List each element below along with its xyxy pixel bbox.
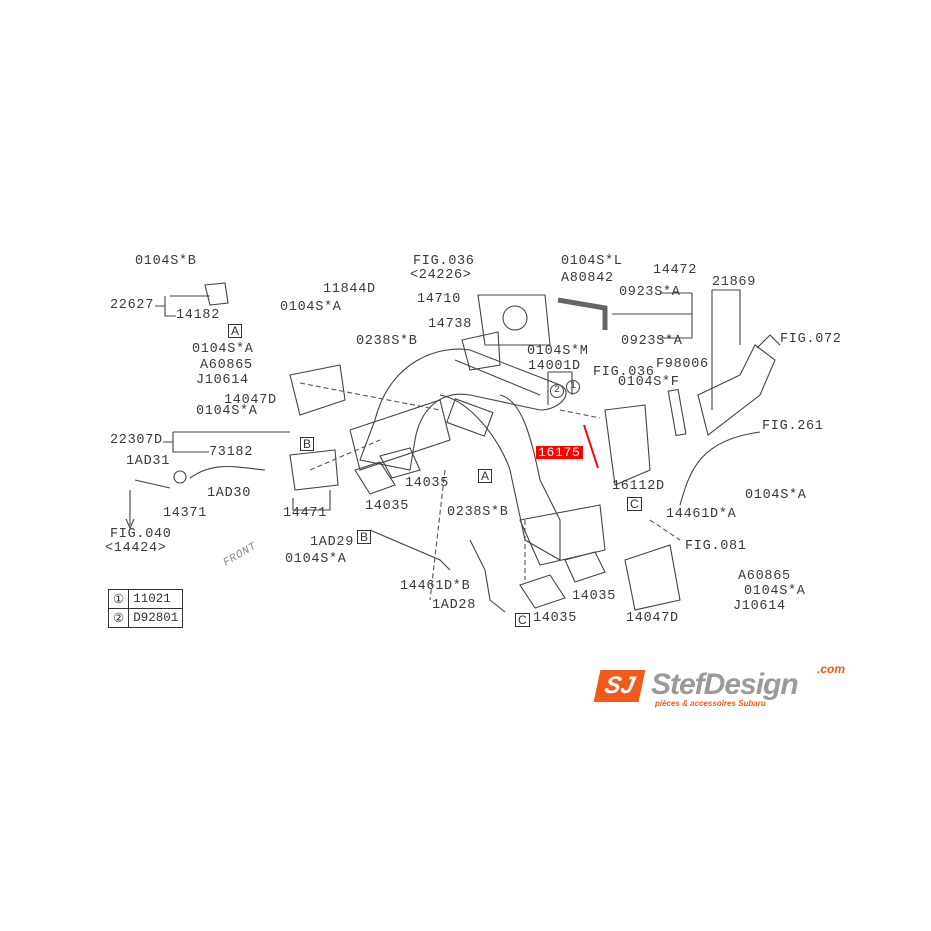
stefdesign-logo: SJ StefDesign .com pièces & accessoires … [593,662,857,710]
part-label[interactable]: 14471 [283,506,328,521]
part-label[interactable]: 0104S*M [527,344,589,359]
part-label[interactable]: 0238S*B [356,334,418,349]
pipe-14461D-A [679,431,761,506]
part-label[interactable]: 1AD28 [432,598,477,613]
gasket [519,551,606,609]
logo-name: StefDesign [651,668,799,701]
part-label[interactable]: 0104S*A [285,552,347,567]
part-label[interactable]: 1AD29 [310,535,355,550]
part-label[interactable]: 22307D [110,433,163,448]
part-label[interactable]: 0104S*A [744,584,806,599]
part-label[interactable]: 0104S*A [280,300,342,315]
figure-ref[interactable]: FIG.261 [762,419,824,434]
part-label[interactable]: 0104S*A [745,488,807,503]
figure-ref[interactable]: FIG.040 [110,527,172,542]
part-label[interactable]: 14461D*B [400,579,471,594]
pipe-14461D-B [369,529,451,571]
part-label[interactable]: 14035 [405,476,450,491]
logo-tld: .com [817,662,846,676]
ref-box-a: A [478,469,493,483]
bracket-14047D-right [624,544,681,611]
fig-arrow [125,490,135,530]
part-label[interactable]: 16112D [612,479,665,494]
ref-box-c: C [627,497,642,511]
part-label[interactable]: 0238S*B [447,505,509,520]
part-label[interactable]: A60865 [200,358,253,373]
logo-mark: SJ [593,670,646,702]
part-label[interactable]: 14035 [365,499,410,514]
highlighted-part-label[interactable]: 16175 [536,445,583,460]
part-label[interactable]: 0104S*B [135,254,197,269]
air-duct [697,344,776,436]
valve-16112D [604,404,651,486]
manifold-flange [519,504,606,566]
hose-1AD31 [134,479,171,489]
part-label[interactable]: J10614 [733,599,786,614]
part-label[interactable]: 21869 [712,275,757,290]
hose [557,297,608,330]
part-label[interactable]: J10614 [196,373,249,388]
part-label[interactable]: A80842 [561,271,614,286]
hose-1AD28 [469,539,506,613]
part-label[interactable]: 1AD30 [207,486,252,501]
part-label[interactable]: 14738 [428,317,473,332]
part-label[interactable]: A60865 [738,569,791,584]
figure-ref[interactable]: <14424> [105,541,167,556]
part-label[interactable]: 0923S*A [619,285,681,300]
bracket-14047D [289,364,346,416]
legend-mark: ① [107,589,130,609]
sensor-22627 [204,282,229,306]
part-label[interactable]: 0104S*A [196,404,258,419]
ref-box-a: A [228,324,243,338]
callout-1: 1 [566,380,580,394]
legend-part: D92801 [128,608,184,628]
part-label[interactable]: 14461D*A [666,507,737,522]
part-label[interactable]: 14371 [163,506,208,521]
gasket-14738 [461,331,501,371]
part-label[interactable]: 0104S*L [561,254,623,269]
gasket [354,447,421,495]
figure-ref[interactable]: FIG.072 [780,332,842,347]
manifold-runner [439,394,561,561]
part-label[interactable]: 0923S*A [621,334,683,349]
part-label[interactable]: 14047D [626,611,679,626]
ref-box-b: B [357,530,372,544]
figure-ref[interactable]: FIG.036 [593,365,655,380]
part-label[interactable]: 14035 [533,611,578,626]
part-label[interactable]: 0104S*F [618,375,680,390]
ref-box-c: C [515,613,530,627]
ref-box-b: B [300,437,315,451]
part-label[interactable]: F98006 [656,357,709,372]
callout-2: 2 [550,384,564,398]
part-label[interactable]: 14710 [417,292,462,307]
throttle-body [477,294,551,346]
intake-manifold [359,348,567,471]
part-label[interactable]: 14035 [572,589,617,604]
part-label[interactable]: 0104S*A [192,342,254,357]
legend-part: 11021 [128,589,184,609]
logo-tagline: pièces & accessoires Subaru [655,699,766,708]
legend-mark: ② [107,608,130,628]
part-label[interactable]: 14472 [653,263,698,278]
part-label[interactable]: 14047D [224,393,277,408]
part-label[interactable]: 14001D [528,359,581,374]
part-label[interactable]: 73182 [209,445,254,460]
part-label[interactable]: 14182 [176,308,221,323]
figure-ref[interactable]: <24226> [410,268,472,283]
figure-ref[interactable]: FIG.036 [413,254,475,269]
hose-1AD30 [189,465,266,479]
solenoid-14471 [289,449,339,491]
part-label[interactable]: 11844D [323,282,376,297]
figure-ref[interactable]: FIG.081 [685,539,747,554]
part-label[interactable]: 22627 [110,298,155,313]
part-label[interactable]: 1AD31 [126,454,171,469]
